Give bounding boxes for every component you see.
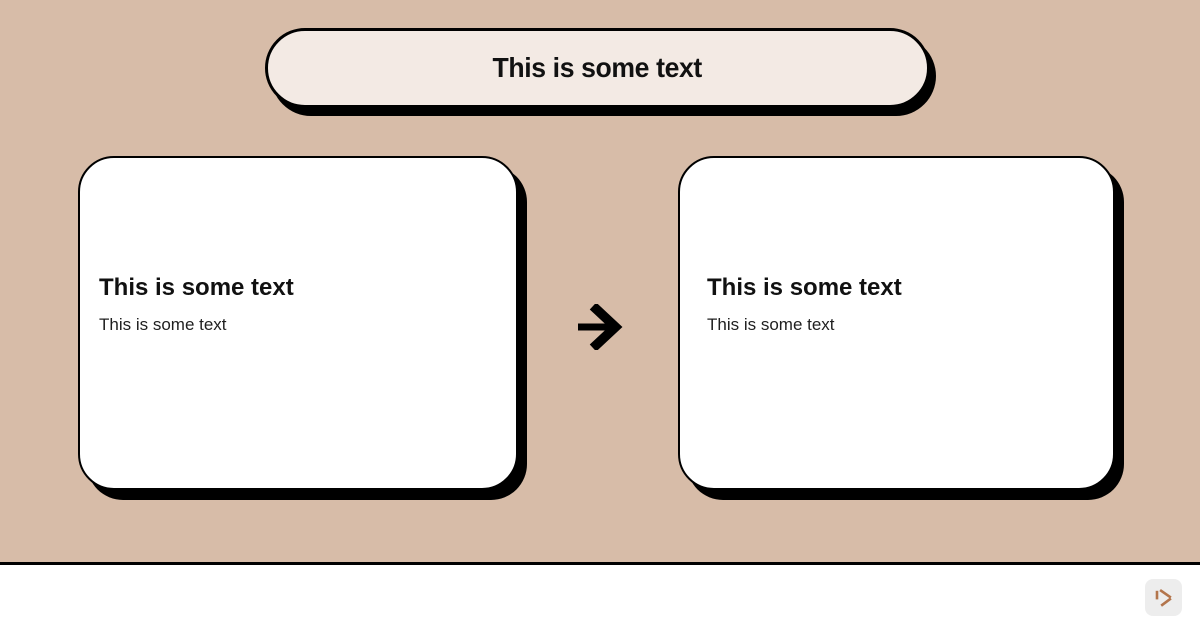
card-right-subtitle: This is some text: [707, 314, 835, 334]
card-right: This is some text This is some text: [678, 156, 1115, 490]
card-left-subtitle: This is some text: [99, 314, 227, 334]
footer-bar: [0, 562, 1200, 630]
play-logo-icon[interactable]: [1145, 579, 1182, 616]
arrow-right-icon: [576, 304, 624, 350]
title-banner: This is some text: [265, 28, 930, 108]
card-left-title: This is some text: [99, 273, 294, 301]
card-left: This is some text This is some text: [78, 156, 518, 490]
banner-title: This is some text: [492, 52, 703, 83]
card-right-title: This is some text: [707, 273, 902, 301]
